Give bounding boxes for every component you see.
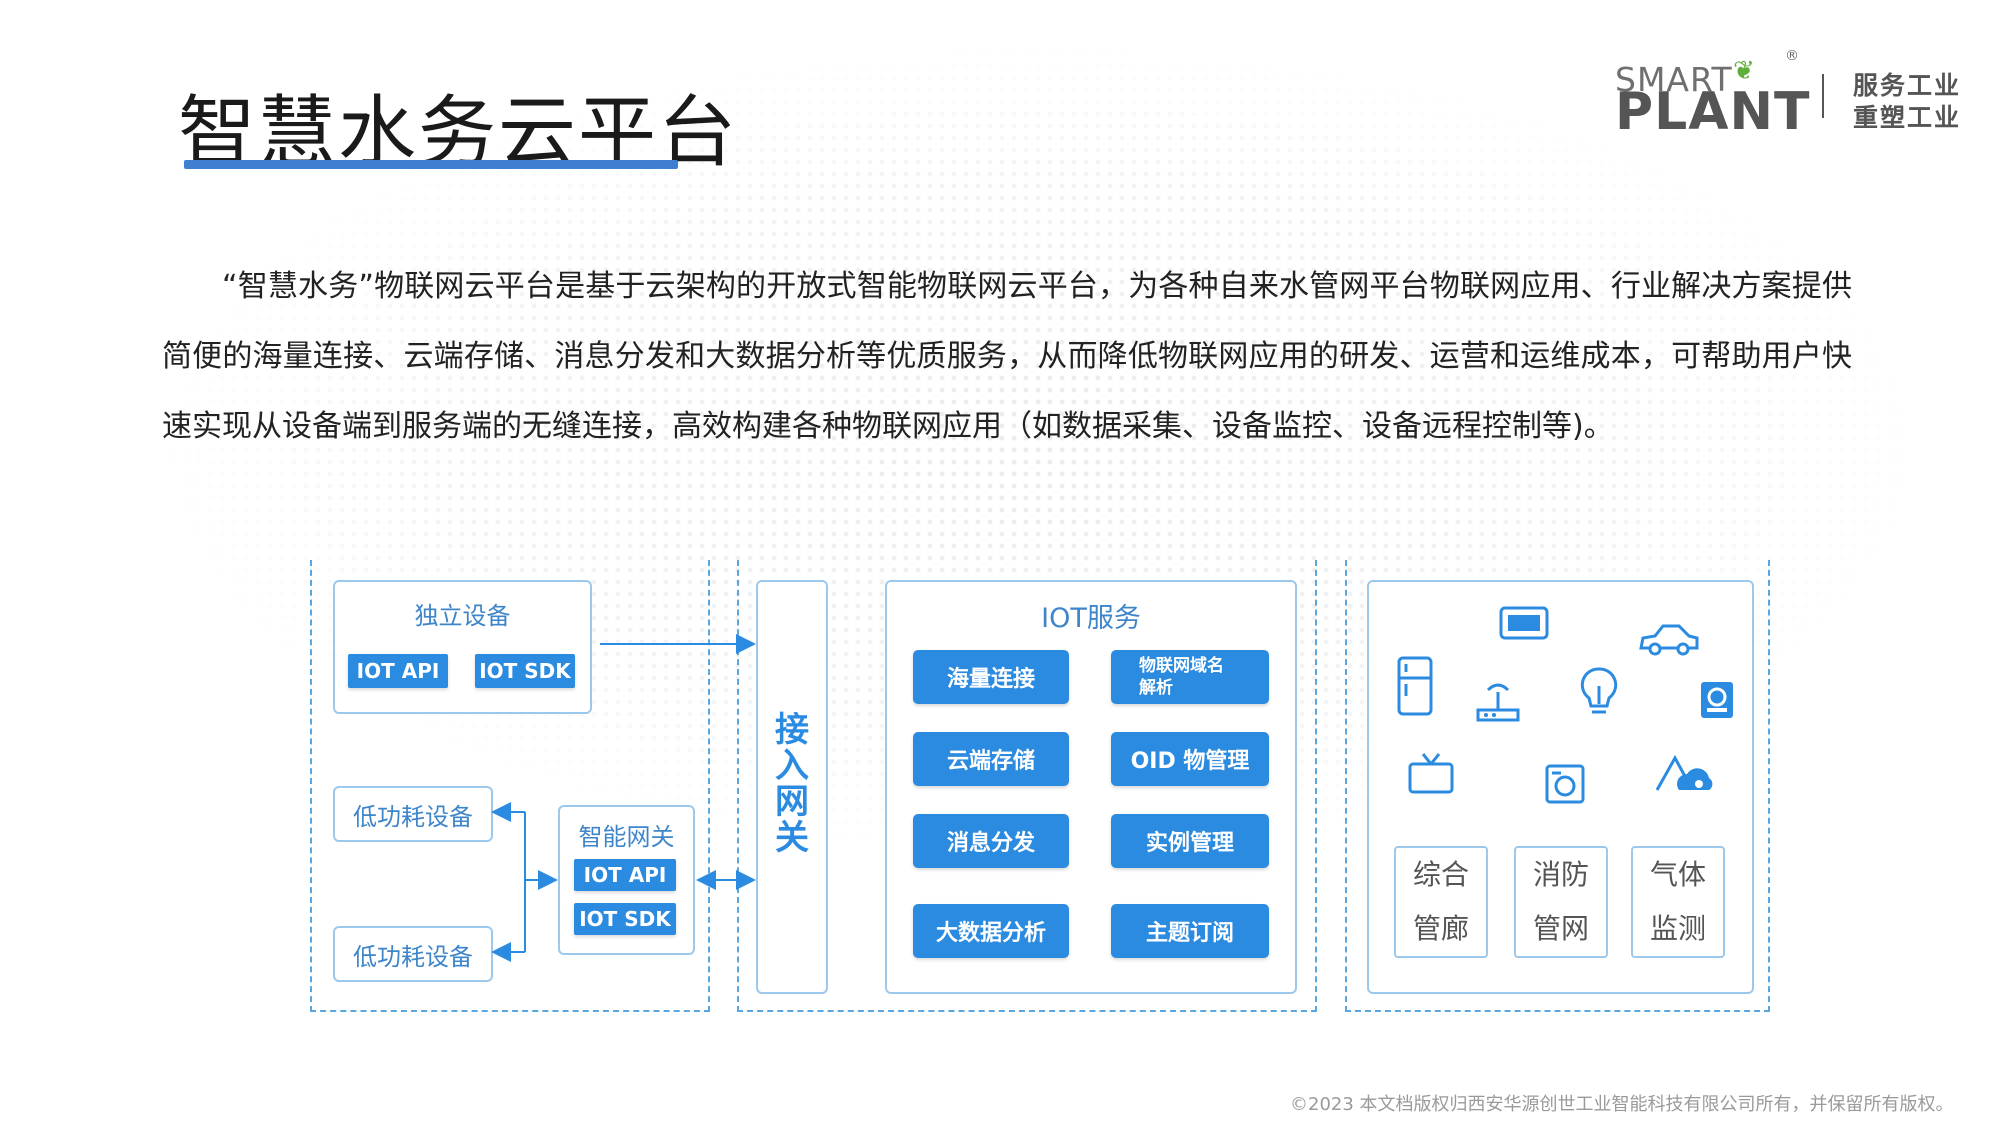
category-utility-tunnel: 综合 管廊 (1394, 846, 1488, 958)
gateway-iot-api: IOT API (574, 859, 676, 891)
service-instance-management: 实例管理 (1111, 814, 1269, 868)
router-icon (1476, 683, 1520, 722)
diagram-arrows (491, 634, 756, 962)
weather-icon (1655, 754, 1713, 791)
gateway-iot-sdk: IOT SDK (574, 903, 676, 935)
standalone-device-panel: 独立设备 IOT API IOT SDK (333, 580, 592, 714)
service-big-data-analysis: 大数据分析 (913, 904, 1069, 958)
category-utility-tunnel-line2: 管廊 (1412, 912, 1469, 945)
device-side-group (310, 560, 710, 1012)
lightbulb-icon (1580, 667, 1618, 714)
logo-smart-text: SMART (1615, 60, 1733, 99)
iot-service-panel: IOT服务 海量连接 物联网域名解析 云端存储 OID 物管理 消息分发 实例管… (885, 580, 1297, 994)
logo-registered-mark: ® (1785, 48, 1799, 64)
leaf-icon: ❦ (1733, 56, 1755, 86)
low-power-device-2: 低功耗设备 (333, 926, 493, 982)
intro-paragraph: “智慧水务”物联网云平台是基于云架构的开放式智能物联网云平台，为各种自来水管网平… (162, 269, 1852, 444)
service-topic-subscription: 主题订阅 (1111, 904, 1269, 958)
category-gas-monitoring-line1: 气体 (1649, 858, 1706, 891)
tv-icon (1408, 753, 1454, 794)
iot-service-title: IOT服务 (1041, 603, 1141, 634)
smartplant-logo: SMART ❦ ® PLANT 服务工业 重塑工业 (1615, 48, 1975, 142)
low-power-device-1: 低功耗设备 (333, 786, 493, 842)
category-gas-monitoring: 气体 监测 (1631, 846, 1725, 958)
standalone-iot-api: IOT API (348, 654, 448, 688)
logo-plant-text: PLANT (1615, 82, 1811, 142)
service-cloud-storage: 云端存储 (913, 732, 1069, 786)
cloud-side-group (737, 560, 1317, 1012)
access-gateway-panel: 接入网关 (756, 580, 828, 994)
fridge-icon (1397, 656, 1433, 716)
standalone-iot-sdk: IOT SDK (475, 654, 575, 688)
category-fire-pipe-network-line2: 管网 (1532, 912, 1589, 945)
category-fire-pipe-network: 消防 管网 (1514, 846, 1608, 958)
logo-separator (1822, 74, 1824, 118)
application-side-group (1345, 560, 1770, 1012)
device-apps-panel: 综合 管廊 消防 管网 气体 监测 (1367, 580, 1754, 994)
service-message-distribution: 消息分发 (913, 814, 1069, 868)
category-utility-tunnel-line1: 综合 (1412, 858, 1469, 891)
smart-gateway-title: 智能网关 (578, 823, 675, 851)
category-gas-monitoring-line2: 监测 (1649, 912, 1706, 945)
washer-icon (1545, 764, 1585, 804)
tablet-icon (1701, 682, 1733, 718)
monitor-icon (1499, 606, 1549, 640)
category-fire-pipe-network-line1: 消防 (1532, 858, 1589, 891)
logo-slogan-line1: 服务工业 (1853, 71, 1962, 100)
architecture-diagram: 独立设备 IOT API IOT SDK 低功耗设备 低功耗设备 智能网关 IO… (310, 560, 1780, 1015)
logo-slogan-line2: 重塑工业 (1853, 103, 1962, 132)
service-massive-connection: 海量连接 (913, 650, 1069, 704)
title-underline (184, 160, 678, 169)
car-icon (1639, 624, 1699, 656)
smart-gateway-panel: 智能网关 IOT API IOT SDK (558, 805, 695, 955)
copyright-notice: ©2023 本文档版权归西安华源创世工业智能科技有限公司所有，并保留所有版权。 (1290, 1094, 1954, 1115)
service-oid-management: OID 物管理 (1111, 732, 1269, 786)
standalone-device-title: 独立设备 (414, 602, 511, 630)
access-gateway-label: 接入网关 (775, 710, 809, 858)
service-iot-dns: 物联网域名解析 (1111, 650, 1269, 704)
